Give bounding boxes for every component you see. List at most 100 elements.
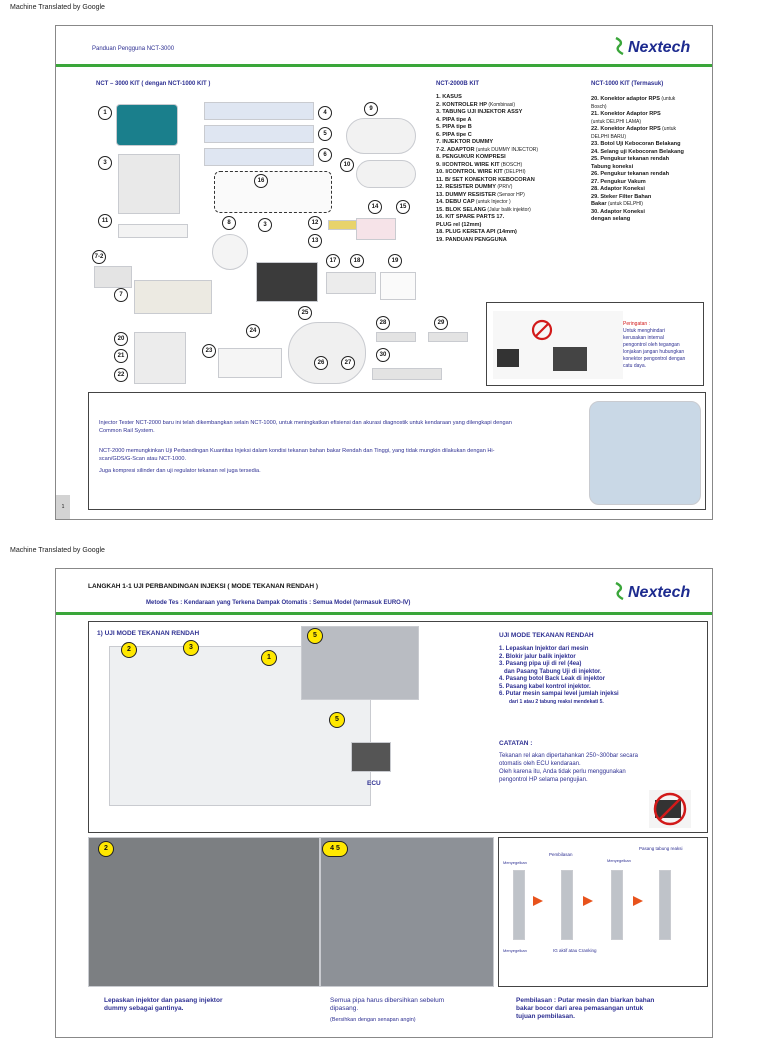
- kit-item-name: 29. Steker Filter Bahan: [591, 193, 652, 200]
- kit-item: (untuk DELPHI LAMA): [591, 119, 706, 127]
- part-label: 7: [114, 288, 128, 302]
- kit-item: dengan selang: [591, 216, 706, 224]
- dummy-resister-image: [328, 220, 358, 230]
- kit-item-name: 5. PIPA tipe B: [436, 124, 472, 130]
- header-rule: [56, 612, 712, 615]
- kit-item-name: 22. Konektor Adaptor RPS: [591, 126, 661, 132]
- kit-item: 27. Pengukur Vakum: [591, 179, 706, 187]
- kit-item-note: (untuk DUMMY INJECTOR): [474, 146, 538, 153]
- caption-line: Lepaskan injektor dan pasang injektor: [104, 997, 223, 1004]
- translation-banner: Machine Translated by Google: [10, 4, 105, 11]
- kit-item-name: 12. RESISTER DUMMY: [436, 184, 496, 190]
- connection-adaptor-image: [376, 332, 416, 342]
- part-label: 25: [298, 306, 312, 320]
- kit-item-note: (DELPHI): [502, 169, 526, 175]
- logo-text: Nextech: [628, 584, 691, 601]
- description-box: Injector Tester NCT-2000 baru ini telah …: [88, 392, 706, 510]
- part-label: 9: [364, 102, 378, 116]
- part-label: 6: [318, 148, 332, 162]
- diagram-label: 1) UJI MODE TEKANAN RENDAH: [97, 630, 200, 637]
- low-pressure-gauge-image: [288, 322, 366, 384]
- step-item: 1. Lepaskan Injektor dari mesin: [499, 646, 589, 652]
- kit-item-note: (untuk DELPHI LAMA): [591, 118, 642, 125]
- test-method: Metode Tes : Kendaraan yang Terkena Damp…: [146, 600, 411, 606]
- kit-item: 6. PIPA tipe C: [436, 132, 586, 140]
- kit-item-note: Bosch): [591, 103, 607, 110]
- purge-label: IG aktif atau Cranking: [553, 948, 597, 953]
- part-label: 23: [202, 344, 216, 358]
- part-label: 28: [376, 316, 390, 330]
- part-label: 15: [396, 200, 410, 214]
- photo-callout: 2: [98, 841, 114, 857]
- part-label: 1: [98, 106, 112, 120]
- no-connect-icon: [531, 319, 553, 341]
- warning-line: lonjakan jangan hubungkan: [623, 349, 685, 355]
- spare-parts-image: [214, 171, 332, 213]
- translation-banner: Machine Translated by Google: [10, 547, 105, 554]
- note-line: Oleh karena itu, Anda tidak perlu menggu…: [499, 769, 626, 775]
- kit-item-name: 6. PIPA tipe C: [436, 131, 472, 138]
- page-number: 1: [56, 495, 70, 519]
- kit-item-name: 16. KIT SPARE PARTS 17.: [436, 214, 505, 220]
- warning-box: Peringatan : Untuk menghindari kerusakan…: [486, 302, 704, 386]
- nextech-swoosh-icon: [615, 581, 624, 601]
- injector-image: [561, 870, 573, 940]
- kit-item: 12. RESISTER DUMMY (PRIV): [436, 184, 586, 192]
- step-item: 4. Pasang botol Back Leak di injektor: [499, 676, 606, 682]
- kit-item-name: 21. Konektor Adaptor RPS: [591, 111, 661, 117]
- kit-item: 16. KIT SPARE PARTS 17.: [436, 214, 586, 222]
- nextech-swoosh-icon: [615, 36, 624, 56]
- tool-case-image: [116, 104, 178, 146]
- kit-item-name: 1. KASUS: [436, 94, 462, 100]
- kit-item: 30. Adaptor Koneksi: [591, 209, 706, 217]
- part-label: 29: [434, 316, 448, 330]
- kit-item-name: 11. B/ SET KONEKTOR KEBOCORAN: [436, 176, 535, 183]
- part-label: 14: [368, 200, 382, 214]
- description-paragraph-1: Injector Tester NCT-2000 baru ini telah …: [99, 420, 512, 434]
- kit-item-name: 3. TABUNG UJI INJEKTOR ASSY: [436, 109, 523, 115]
- kit-item-name: 13. DUMMY RESISTER: [436, 191, 496, 198]
- note-text: Tekanan rel akan dipertahankan 250~300ba…: [499, 752, 699, 784]
- kit-item: Bosch): [591, 104, 706, 112]
- kit-item-name: 23. Botol Uji Kebocoran Belakang: [591, 141, 681, 147]
- nextech-logo: Nextech: [614, 581, 690, 602]
- kit-item-name: 8. PENGUKUR KOMPRESI: [436, 154, 506, 160]
- kit-item-name: 7-2. ADAPTOR: [436, 146, 475, 153]
- part-label: 17: [326, 254, 340, 268]
- kit-item: 23. Botol Uji Kebocoran Belakang: [591, 141, 706, 149]
- control-wire-kit-image: [356, 160, 416, 188]
- step-item: 3. Pasang pipa uji di rel (4ea): [499, 661, 582, 667]
- caption-subnote: (Bersihkan dengan senapan angin): [330, 1017, 416, 1023]
- diagram-callout: 5: [329, 712, 345, 728]
- kit-item-note: (untuk: [660, 126, 677, 132]
- kit-item-name: 15. BLOK SELANG: [436, 206, 487, 213]
- caption-line: Semua pipa harus dibersihkan sebelum: [330, 997, 445, 1004]
- page-header-title: Panduan Pengguna NCT-3000: [92, 46, 175, 52]
- controller-image: [553, 347, 587, 371]
- kit-item-name: PLUG rel (12mm): [436, 221, 482, 228]
- kit-item-note: DELPHI BARU): [591, 133, 627, 140]
- user-manual-image: [380, 272, 416, 300]
- injector-removal-photo: [88, 837, 320, 987]
- step-item: dan Pasang Tabung Uji di injektor.: [499, 668, 602, 675]
- kit-item-name: 9. I/CONTROL WIRE KIT: [436, 161, 500, 168]
- description-paragraph-2: NCT-2000 memungkinkan Uji Perbandingan K…: [99, 448, 495, 462]
- dummy-injector-image: [134, 280, 212, 314]
- kit-item-name: 7. INJEKTOR DUMMY: [436, 139, 494, 145]
- kit-item-name: dengan selang: [591, 216, 631, 222]
- part-label: 21: [114, 349, 128, 363]
- kit-item-note: (Sensor HP): [495, 191, 525, 198]
- warning-title: Peringatan :: [623, 321, 650, 327]
- adaptor-hose-image: [372, 368, 442, 380]
- dust-cap-image: [356, 218, 396, 240]
- caption-line: Pembilasan : Putar mesin dan biarkan bah…: [516, 997, 655, 1004]
- arrow-right-icon: [583, 896, 593, 906]
- diagram-callout: 1: [261, 650, 277, 666]
- engine-image: [589, 401, 701, 505]
- caption-line: bakar bocor dari area pemasangan untuk: [516, 1005, 644, 1012]
- part-label: 5: [318, 127, 332, 141]
- part-label: 8: [222, 216, 236, 230]
- header-rule: [56, 64, 712, 67]
